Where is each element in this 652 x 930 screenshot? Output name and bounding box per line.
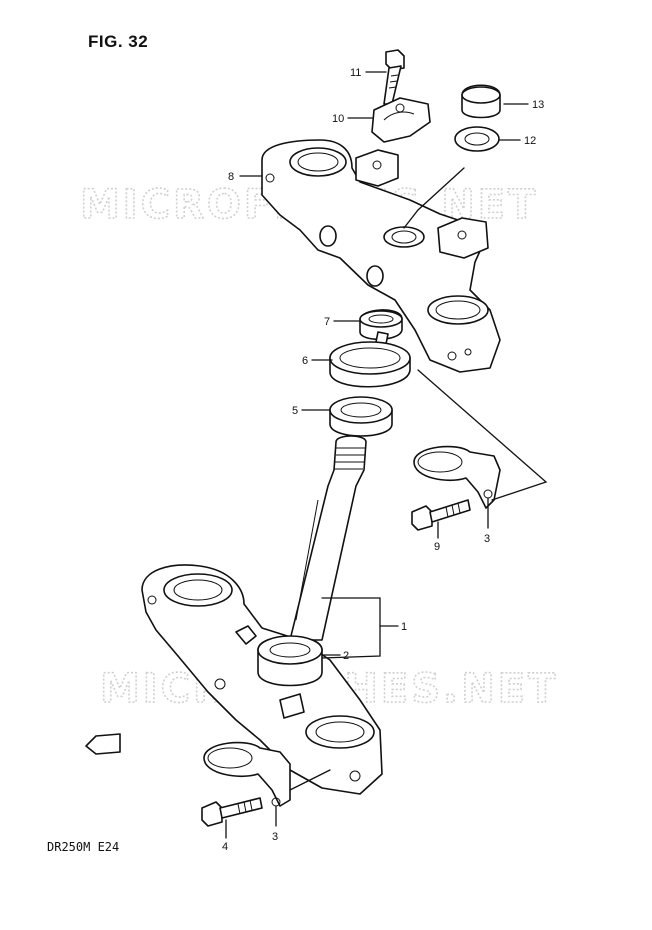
callout-6: 6 <box>302 355 308 367</box>
bolt-4 <box>201 797 263 827</box>
callout-5: 5 <box>292 405 298 417</box>
callout-2: 2 <box>343 650 349 662</box>
steering-nut-7 <box>359 309 403 345</box>
callout-11: 11 <box>350 67 361 79</box>
bolt-9 <box>411 499 471 531</box>
fwd-arrow: FWD <box>85 733 121 755</box>
cap-13 <box>461 84 501 119</box>
leader-lines <box>225 71 548 839</box>
callout-3-upper: 3 <box>484 533 490 545</box>
figure-title: FIG. 32 <box>88 32 149 51</box>
callout-4: 4 <box>222 841 228 853</box>
cable-guide-3-lower <box>203 741 291 807</box>
callout-7: 7 <box>324 316 330 328</box>
callout-9: 9 <box>434 541 440 553</box>
callout-8: 8 <box>228 171 234 183</box>
upper-bracket <box>261 139 501 373</box>
steering-stem-1 <box>289 435 367 641</box>
callouts: 11 10 8 13 12 7 6 5 1 2 3 9 3 4 <box>222 67 544 853</box>
washer-12 <box>454 126 500 152</box>
handlebar-holder-10 <box>371 97 431 143</box>
dust-seal-6 <box>329 341 411 388</box>
fwd-label: FWD <box>97 744 113 751</box>
callout-3-lower: 3 <box>272 831 278 843</box>
callout-13: 13 <box>532 99 544 111</box>
bolt-11 <box>383 49 405 105</box>
callout-10: 10 <box>332 113 344 125</box>
lower-bearing-2 <box>257 635 323 687</box>
callout-12: 12 <box>524 135 536 147</box>
cable-guide-3-upper <box>413 445 501 509</box>
model-code: DR250M E24 <box>47 840 120 854</box>
bearing-5 <box>329 396 393 437</box>
callout-1: 1 <box>401 621 407 633</box>
